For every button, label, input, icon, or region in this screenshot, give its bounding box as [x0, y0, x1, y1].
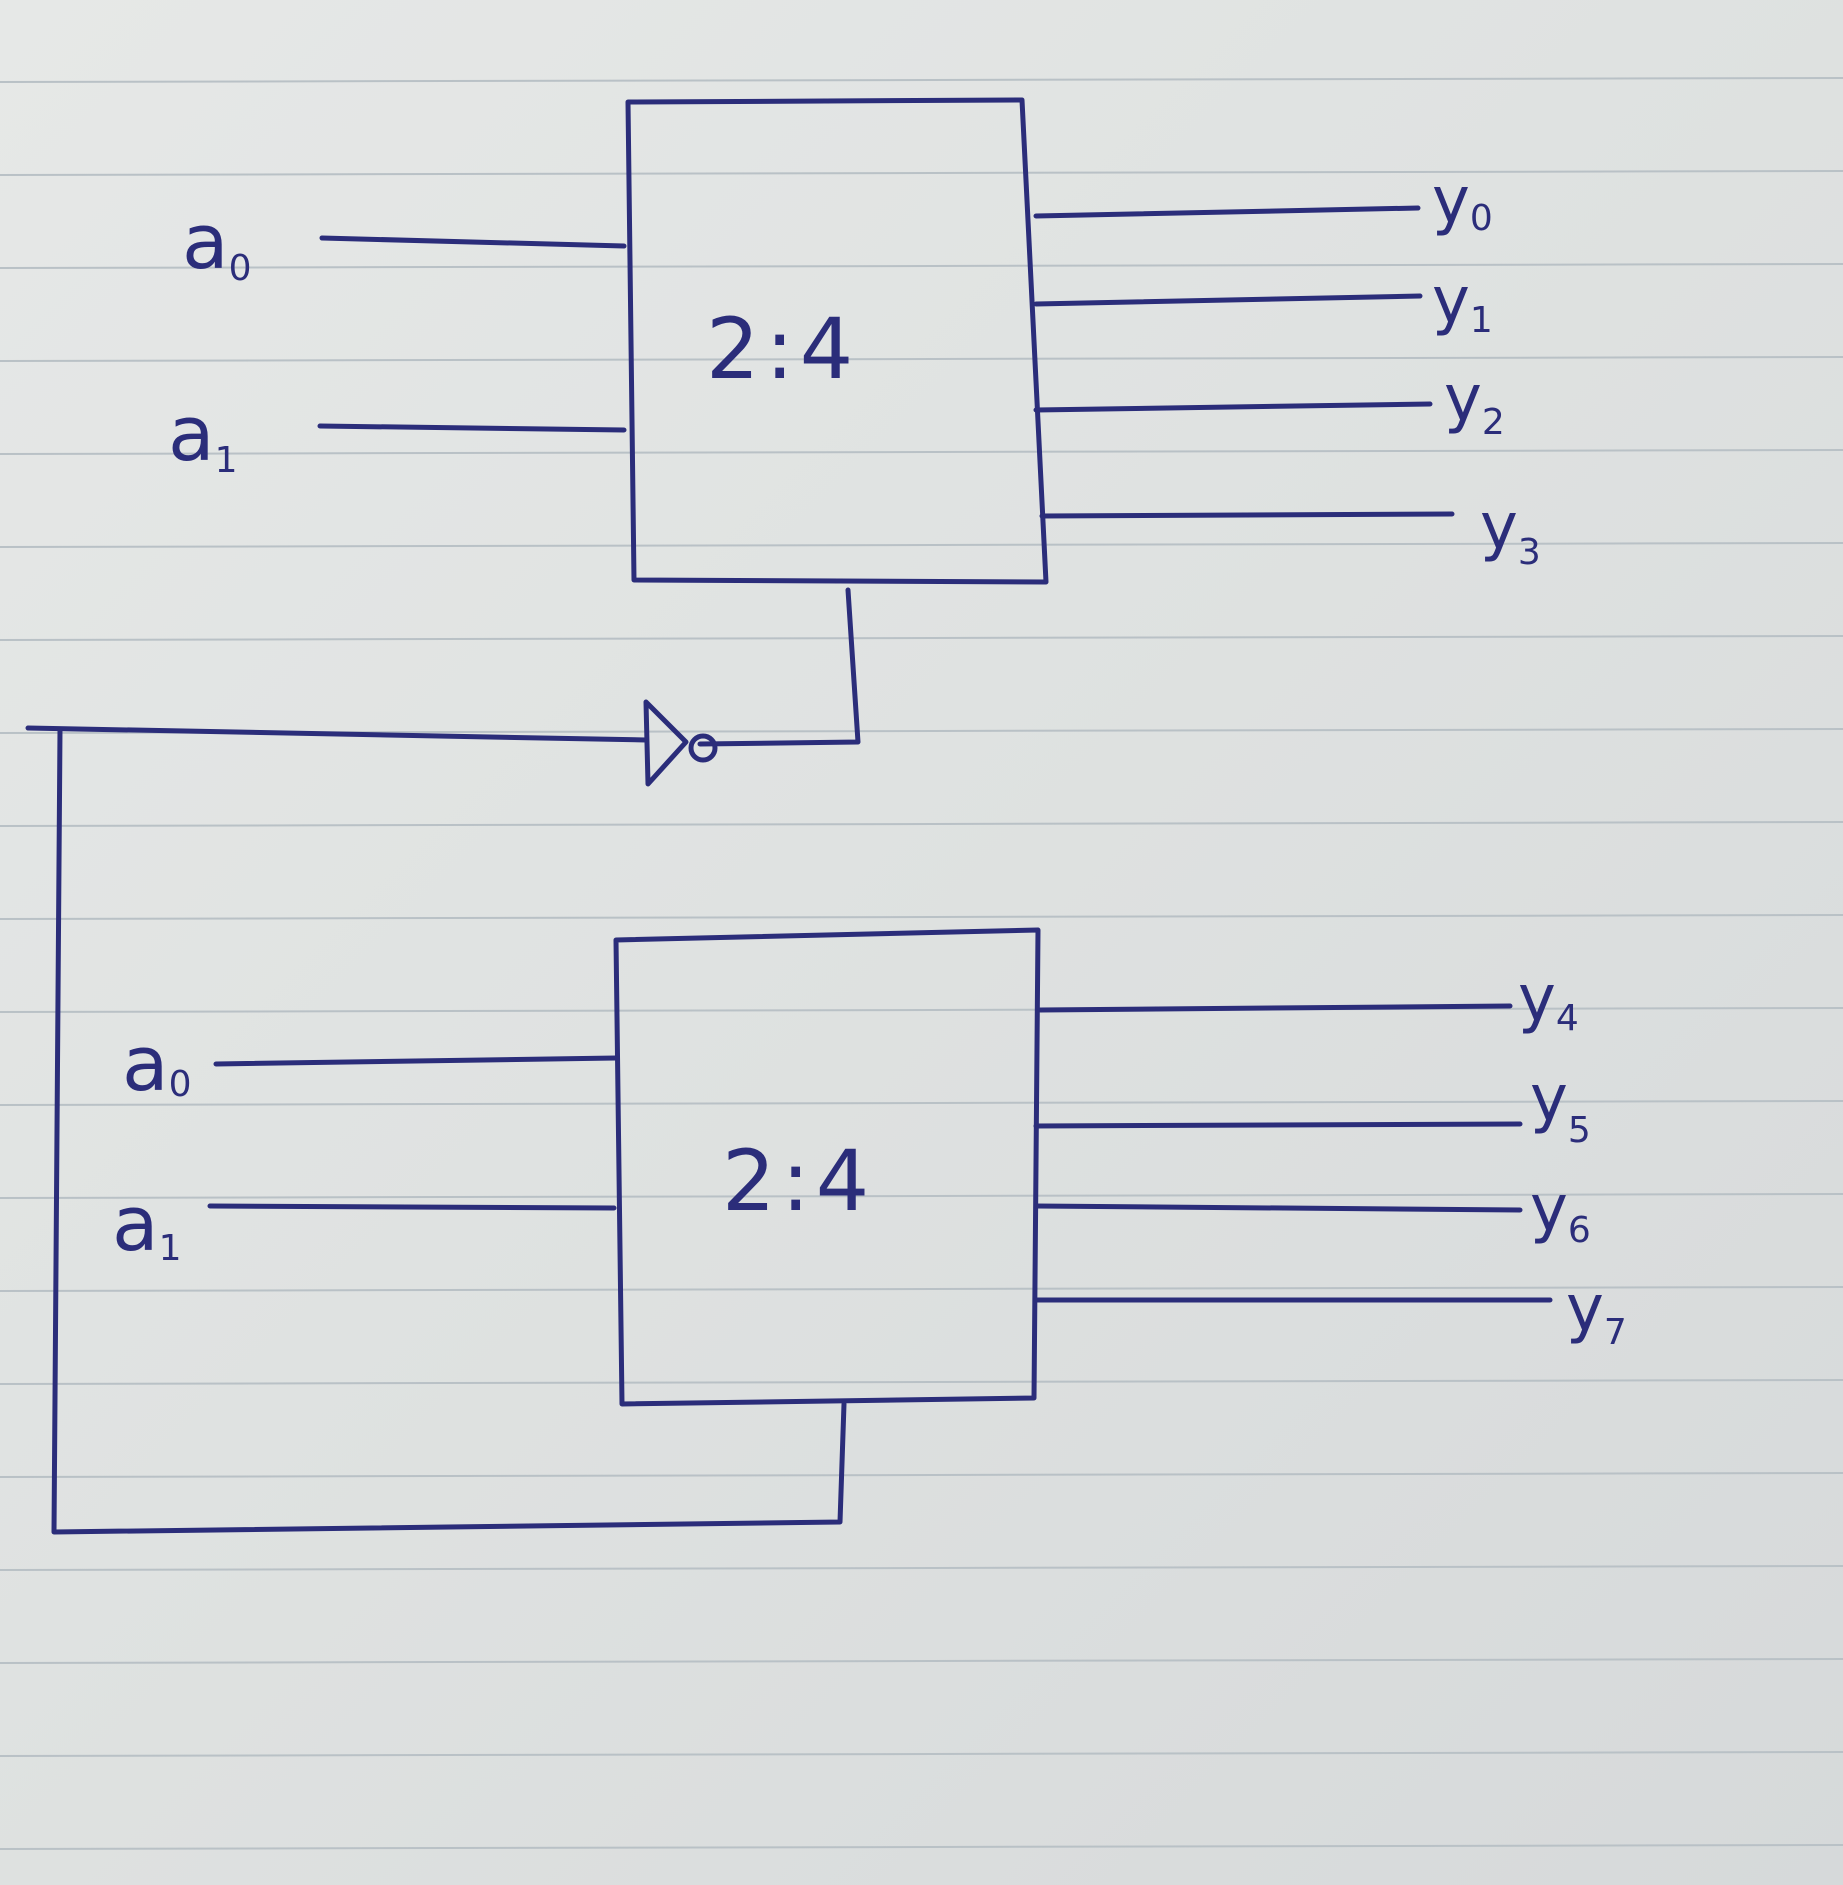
inverter-bubble [688, 733, 718, 763]
decoder-top-a0-label: a0 [182, 197, 251, 289]
decoder-top-y2-label: y2 [1444, 362, 1505, 443]
decoder-top-y1-wire [1033, 293, 1423, 307]
decoder-bottom-y4-label: y4 [1518, 962, 1579, 1039]
decoder-bottom-y7-label: y7 [1566, 1272, 1627, 1353]
decoder-bottom-y6-label: y6 [1530, 1172, 1591, 1251]
decoder-top-y2-wire [1033, 401, 1433, 413]
decoder-top: 2:4 a0 a1 y0 y1 y2 y3 [168, 97, 1541, 585]
enable-network [25, 587, 861, 1535]
decoder-top-y3-wire [1039, 511, 1455, 519]
decoder-top-label: 2:4 [706, 300, 859, 398]
decoder-top-y0-label: y0 [1432, 164, 1493, 239]
decoder-top-y3-label: y3 [1480, 490, 1541, 573]
decoder-bottom-a1-label: a1 [112, 1179, 181, 1269]
decoder-bottom-box [613, 927, 1041, 1407]
decoder-top-a0-wire [319, 235, 627, 249]
decoder-bottom-y4-wire [1037, 1003, 1513, 1013]
decoder-bottom-y5-wire [1033, 1121, 1523, 1129]
common-enable-wire-vertical [51, 727, 847, 1535]
decoder-bottom-y6-wire [1033, 1203, 1523, 1213]
top-enable-wire [697, 587, 861, 747]
common-enable-wire [25, 725, 649, 743]
decoder-bottom-y5-label: y5 [1530, 1062, 1591, 1151]
decoder-top-a1-label: a1 [168, 389, 237, 481]
decoder-bottom-a0-wire [213, 1055, 619, 1067]
decoder-top-y1-label: y1 [1432, 264, 1493, 341]
ruled-lines [0, 77, 1843, 1850]
decoder-bottom-a0-label: a0 [122, 1019, 191, 1108]
decoder-top-box [625, 97, 1049, 585]
decoder-bottom-a1-wire [207, 1203, 617, 1211]
decoder-top-a1-wire [317, 423, 627, 433]
decoder-bottom: 2:4 a0 a1 y4 y5 y6 y7 [112, 927, 1627, 1407]
decoder-bottom-label: 2:4 [722, 1132, 875, 1230]
inverter-gate [643, 699, 689, 787]
decoder-top-y0-wire [1033, 205, 1421, 219]
